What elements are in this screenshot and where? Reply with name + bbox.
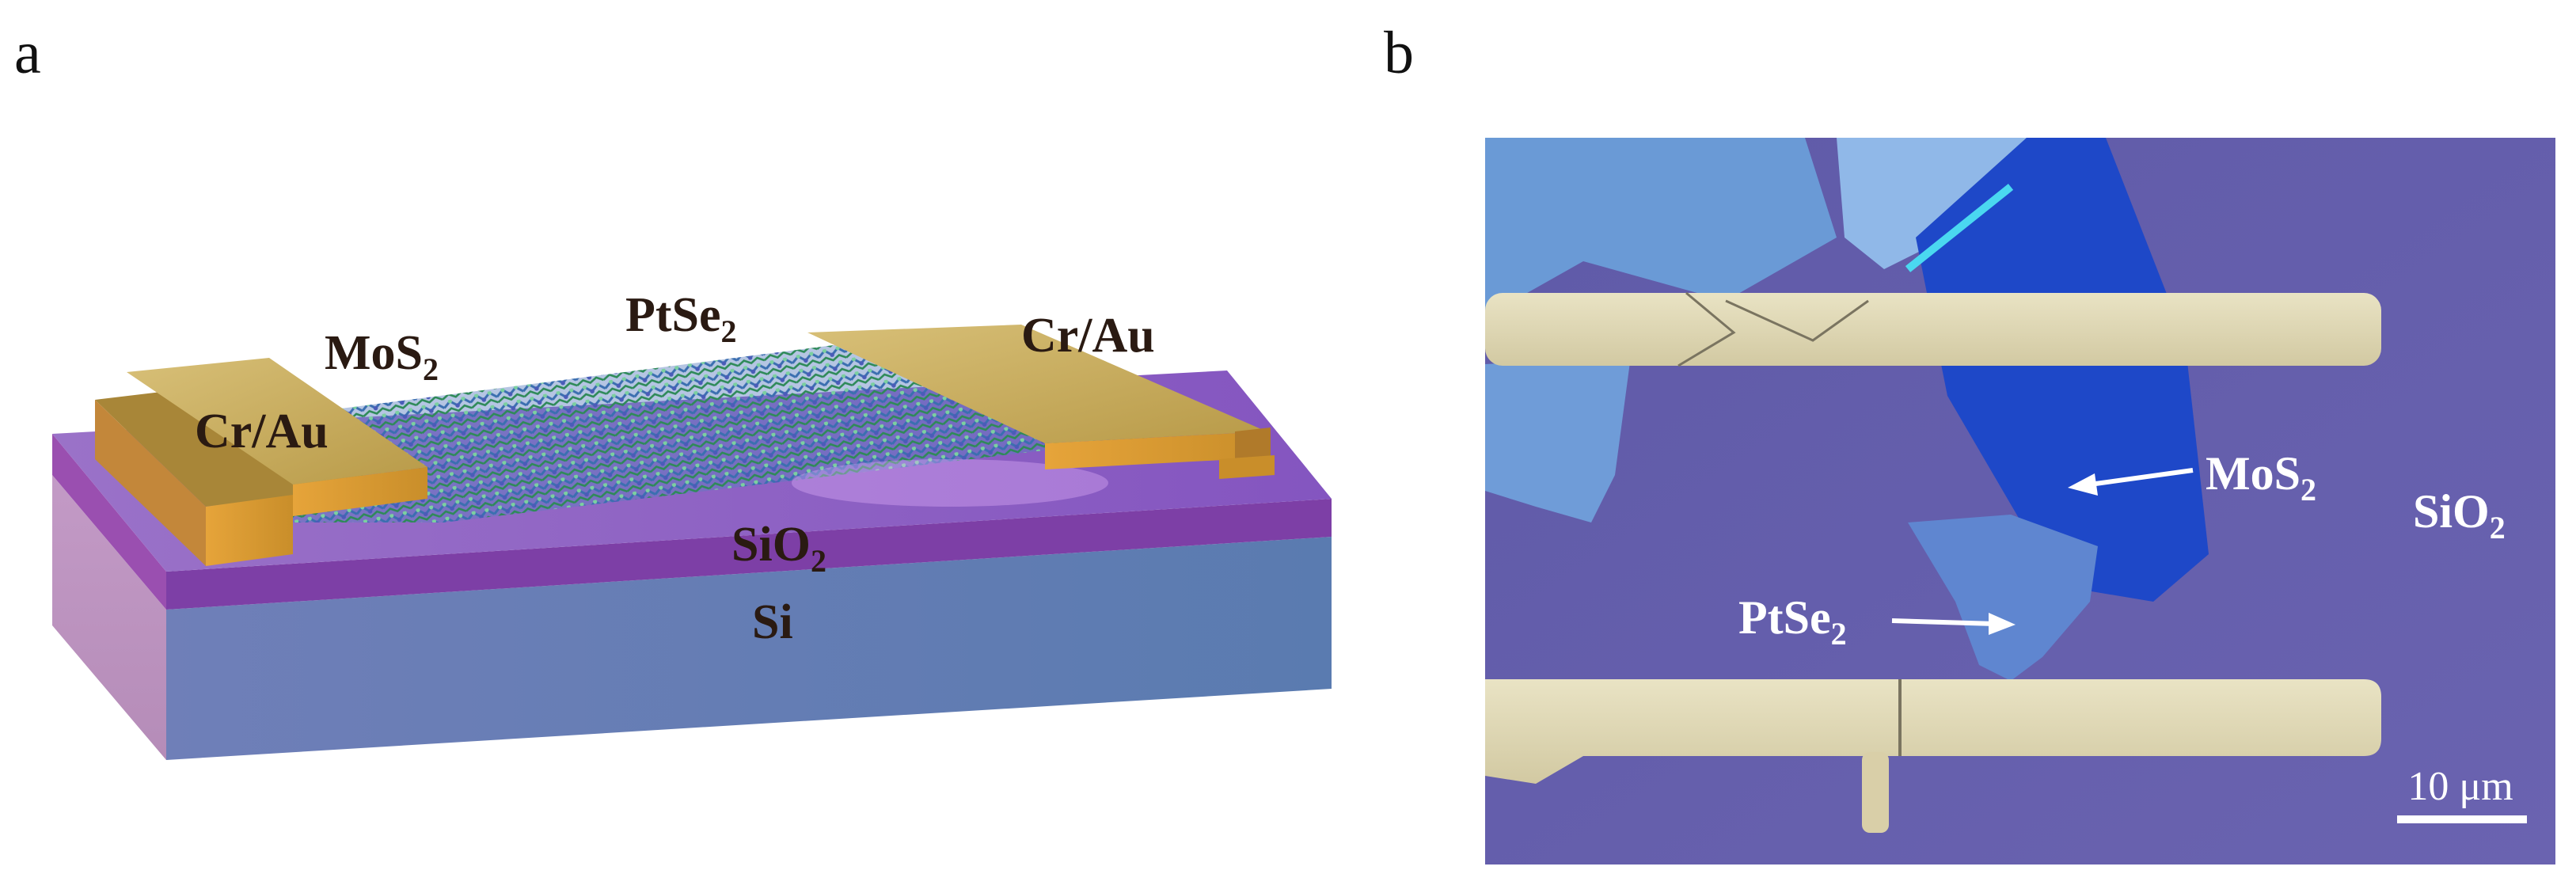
label-sio2-b: SiO2: [2413, 485, 2506, 545]
sio2-layer-front: [166, 499, 1332, 610]
label-ptse2-a: PtSe2: [625, 288, 737, 349]
bottom-electrode-tab: [1862, 752, 1889, 833]
si-substrate-side: [52, 475, 166, 760]
right-electrode: [807, 325, 1275, 479]
flake-pale: [1837, 138, 2027, 269]
bottom-electrode: [1485, 679, 2381, 784]
flake-light-blue-lower: [1485, 356, 1631, 522]
label-mos2-b: MoS2: [2206, 447, 2316, 507]
optical-micrograph: [1485, 138, 2555, 864]
label-mos2-a: MoS2: [325, 326, 439, 387]
scale-bar: [2397, 815, 2527, 823]
flake-light-blue: [1485, 138, 1837, 317]
device-schematic: [52, 325, 1332, 760]
label-ptse2-b: PtSe2: [1738, 591, 1847, 652]
left-electrode: [95, 358, 427, 566]
panel-a-letter: a: [14, 20, 41, 86]
sio2-layer-side: [52, 434, 166, 610]
label-sio2-a: SiO2: [731, 518, 826, 579]
mos2-flake: [1916, 138, 2209, 602]
arrow-ptse2: [1891, 613, 2016, 635]
label-si-a: Si: [752, 595, 793, 649]
flake-streak: [1905, 184, 2014, 272]
panel-b-letter: b: [1384, 20, 1414, 86]
label-crau-left: Cr/Au: [195, 405, 329, 458]
label-crau-right: Cr/Au: [1021, 309, 1155, 363]
scale-bar-label: 10 μm: [2407, 764, 2513, 809]
ptse2-flake: [1908, 515, 2098, 681]
surface-glow: [792, 459, 1108, 507]
top-electrode: [1485, 293, 2381, 366]
si-substrate-front: [166, 537, 1332, 760]
arrow-mos2: [2068, 468, 2194, 496]
